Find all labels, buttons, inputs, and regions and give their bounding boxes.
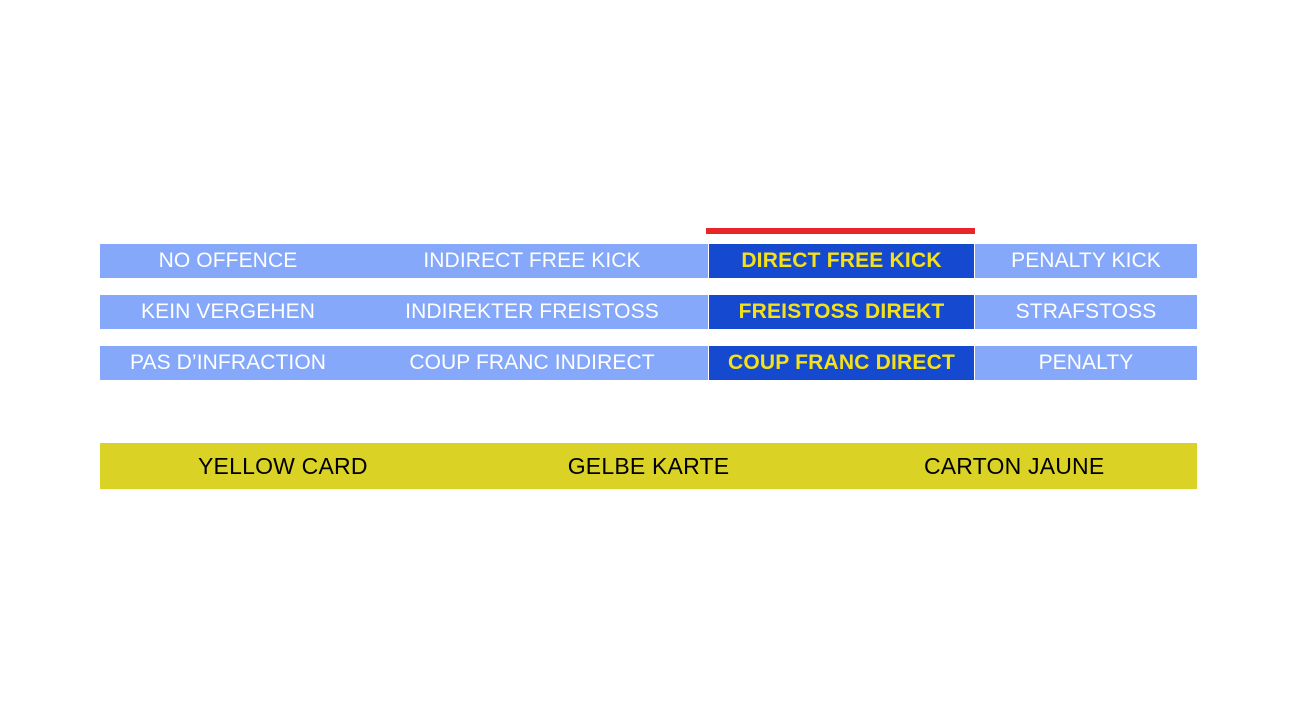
cell-gap: [974, 295, 975, 329]
cell-coup-franc-direct[interactable]: COUP FRANC DIRECT: [709, 346, 974, 380]
cell-gap: [974, 346, 975, 380]
cell-freistoss-direkt[interactable]: FREISTOSS DIREKT: [709, 295, 974, 329]
cell-coup-franc-indirect[interactable]: COUP FRANC INDIRECT: [356, 346, 708, 380]
cell-indirekter-freistoss[interactable]: INDIREKTER FREISTOSS: [356, 295, 708, 329]
cell-no-offence[interactable]: NO OFFENCE: [100, 244, 356, 278]
cell-pas-dinfraction[interactable]: PAS D’INFRACTION: [100, 346, 356, 380]
card-label-yellow-card: YELLOW CARD: [198, 452, 368, 479]
cell-gap: [708, 295, 709, 329]
table-row: KEIN VERGEHEN INDIREKTER FREISTOSS FREIS…: [100, 295, 1197, 329]
highlight-accent-bar: [706, 228, 975, 234]
decision-table: NO OFFENCE INDIRECT FREE KICK DIRECT FRE…: [100, 228, 1197, 380]
cell-direct-free-kick[interactable]: DIRECT FREE KICK: [709, 244, 974, 278]
card-label-carton-jaune: CARTON JAUNE: [923, 452, 1105, 479]
cell-gap: [708, 244, 709, 278]
cell-strafstoss[interactable]: STRAFSTOSS: [975, 295, 1197, 329]
cell-indirect-free-kick[interactable]: INDIRECT FREE KICK: [356, 244, 708, 278]
table-row: NO OFFENCE INDIRECT FREE KICK DIRECT FRE…: [100, 228, 1197, 278]
cell-penalty[interactable]: PENALTY: [975, 346, 1197, 380]
cell-gap: [974, 244, 975, 278]
yellow-card-bar: YELLOW CARD GELBE KARTE CARTON JAUNE: [100, 443, 1197, 489]
cell-kein-vergehen[interactable]: KEIN VERGEHEN: [100, 295, 356, 329]
cell-penalty-kick[interactable]: PENALTY KICK: [975, 244, 1197, 278]
card-label-gelbe-karte: GELBE KARTE: [567, 452, 730, 479]
table-row: PAS D’INFRACTION COUP FRANC INDIRECT COU…: [100, 346, 1197, 380]
cell-gap: [708, 346, 709, 380]
